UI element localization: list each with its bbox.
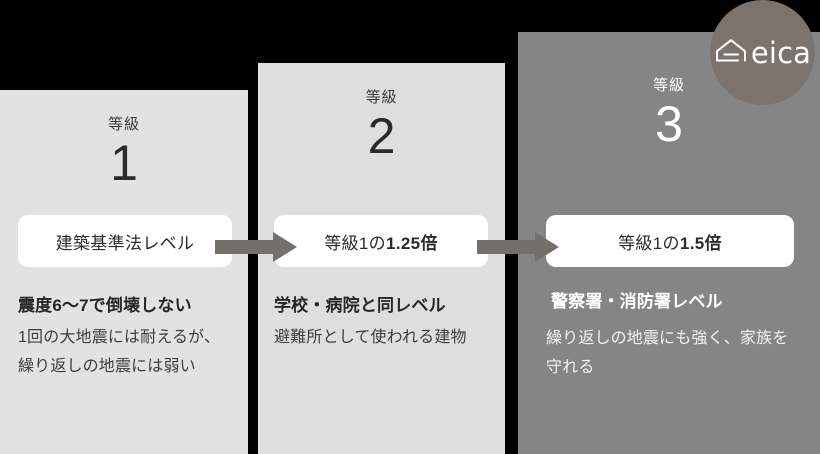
grade-body-2: 避難所として使われる建物 bbox=[274, 329, 467, 346]
grade-pill-3-prefix: 等級1の bbox=[618, 233, 680, 253]
grade-label-2: 等級 bbox=[365, 89, 398, 106]
arrow-right-icon-1 bbox=[215, 232, 297, 262]
grade-number-3: 3 bbox=[655, 96, 683, 152]
grade-header-2: 等級 2 bbox=[258, 88, 505, 164]
grade-pill-1-prefix: 建築基準法レベル bbox=[55, 233, 195, 253]
grade-body-1: 1回の大地震には耐えるが、繰り返しの地震には弱い bbox=[18, 329, 221, 375]
grade-pill-3-strong: 1.5倍 bbox=[679, 233, 722, 253]
grade-number-1: 1 bbox=[110, 135, 138, 191]
grade-pill-2-prefix: 等級1の bbox=[324, 233, 387, 253]
grade-label-3: 等級 bbox=[653, 77, 685, 94]
grade-heading-2: 学校・病院と同レベル bbox=[274, 296, 446, 315]
grade-heading-3: 警察署・消防署レベル bbox=[551, 292, 723, 311]
house-outline-icon bbox=[715, 38, 746, 61]
grade-pill-1: 建築基準法レベル bbox=[18, 215, 232, 267]
arrow-right-icon-2 bbox=[477, 232, 559, 262]
logo-wordmark: eica bbox=[750, 36, 812, 70]
eica-logo-badge: eica bbox=[710, 0, 815, 105]
grade-header-1: 等級 1 bbox=[0, 115, 248, 191]
grade-number-2: 2 bbox=[367, 108, 396, 164]
grade-pill-2-strong: 1.25倍 bbox=[386, 233, 438, 253]
grade-label-1: 等級 bbox=[108, 116, 140, 133]
grade-header-3: 等級 3 bbox=[518, 76, 820, 152]
grade-column-1: 等級 1 建築基準法レベル 震度6〜7で倒壊しない 1回の大地震には耐えるが、繰… bbox=[0, 90, 248, 454]
grade-body-3: 繰り返しの地震にも強く、家族を守れる bbox=[546, 330, 789, 376]
grade-heading-1: 震度6〜7で倒壊しない bbox=[18, 296, 192, 315]
